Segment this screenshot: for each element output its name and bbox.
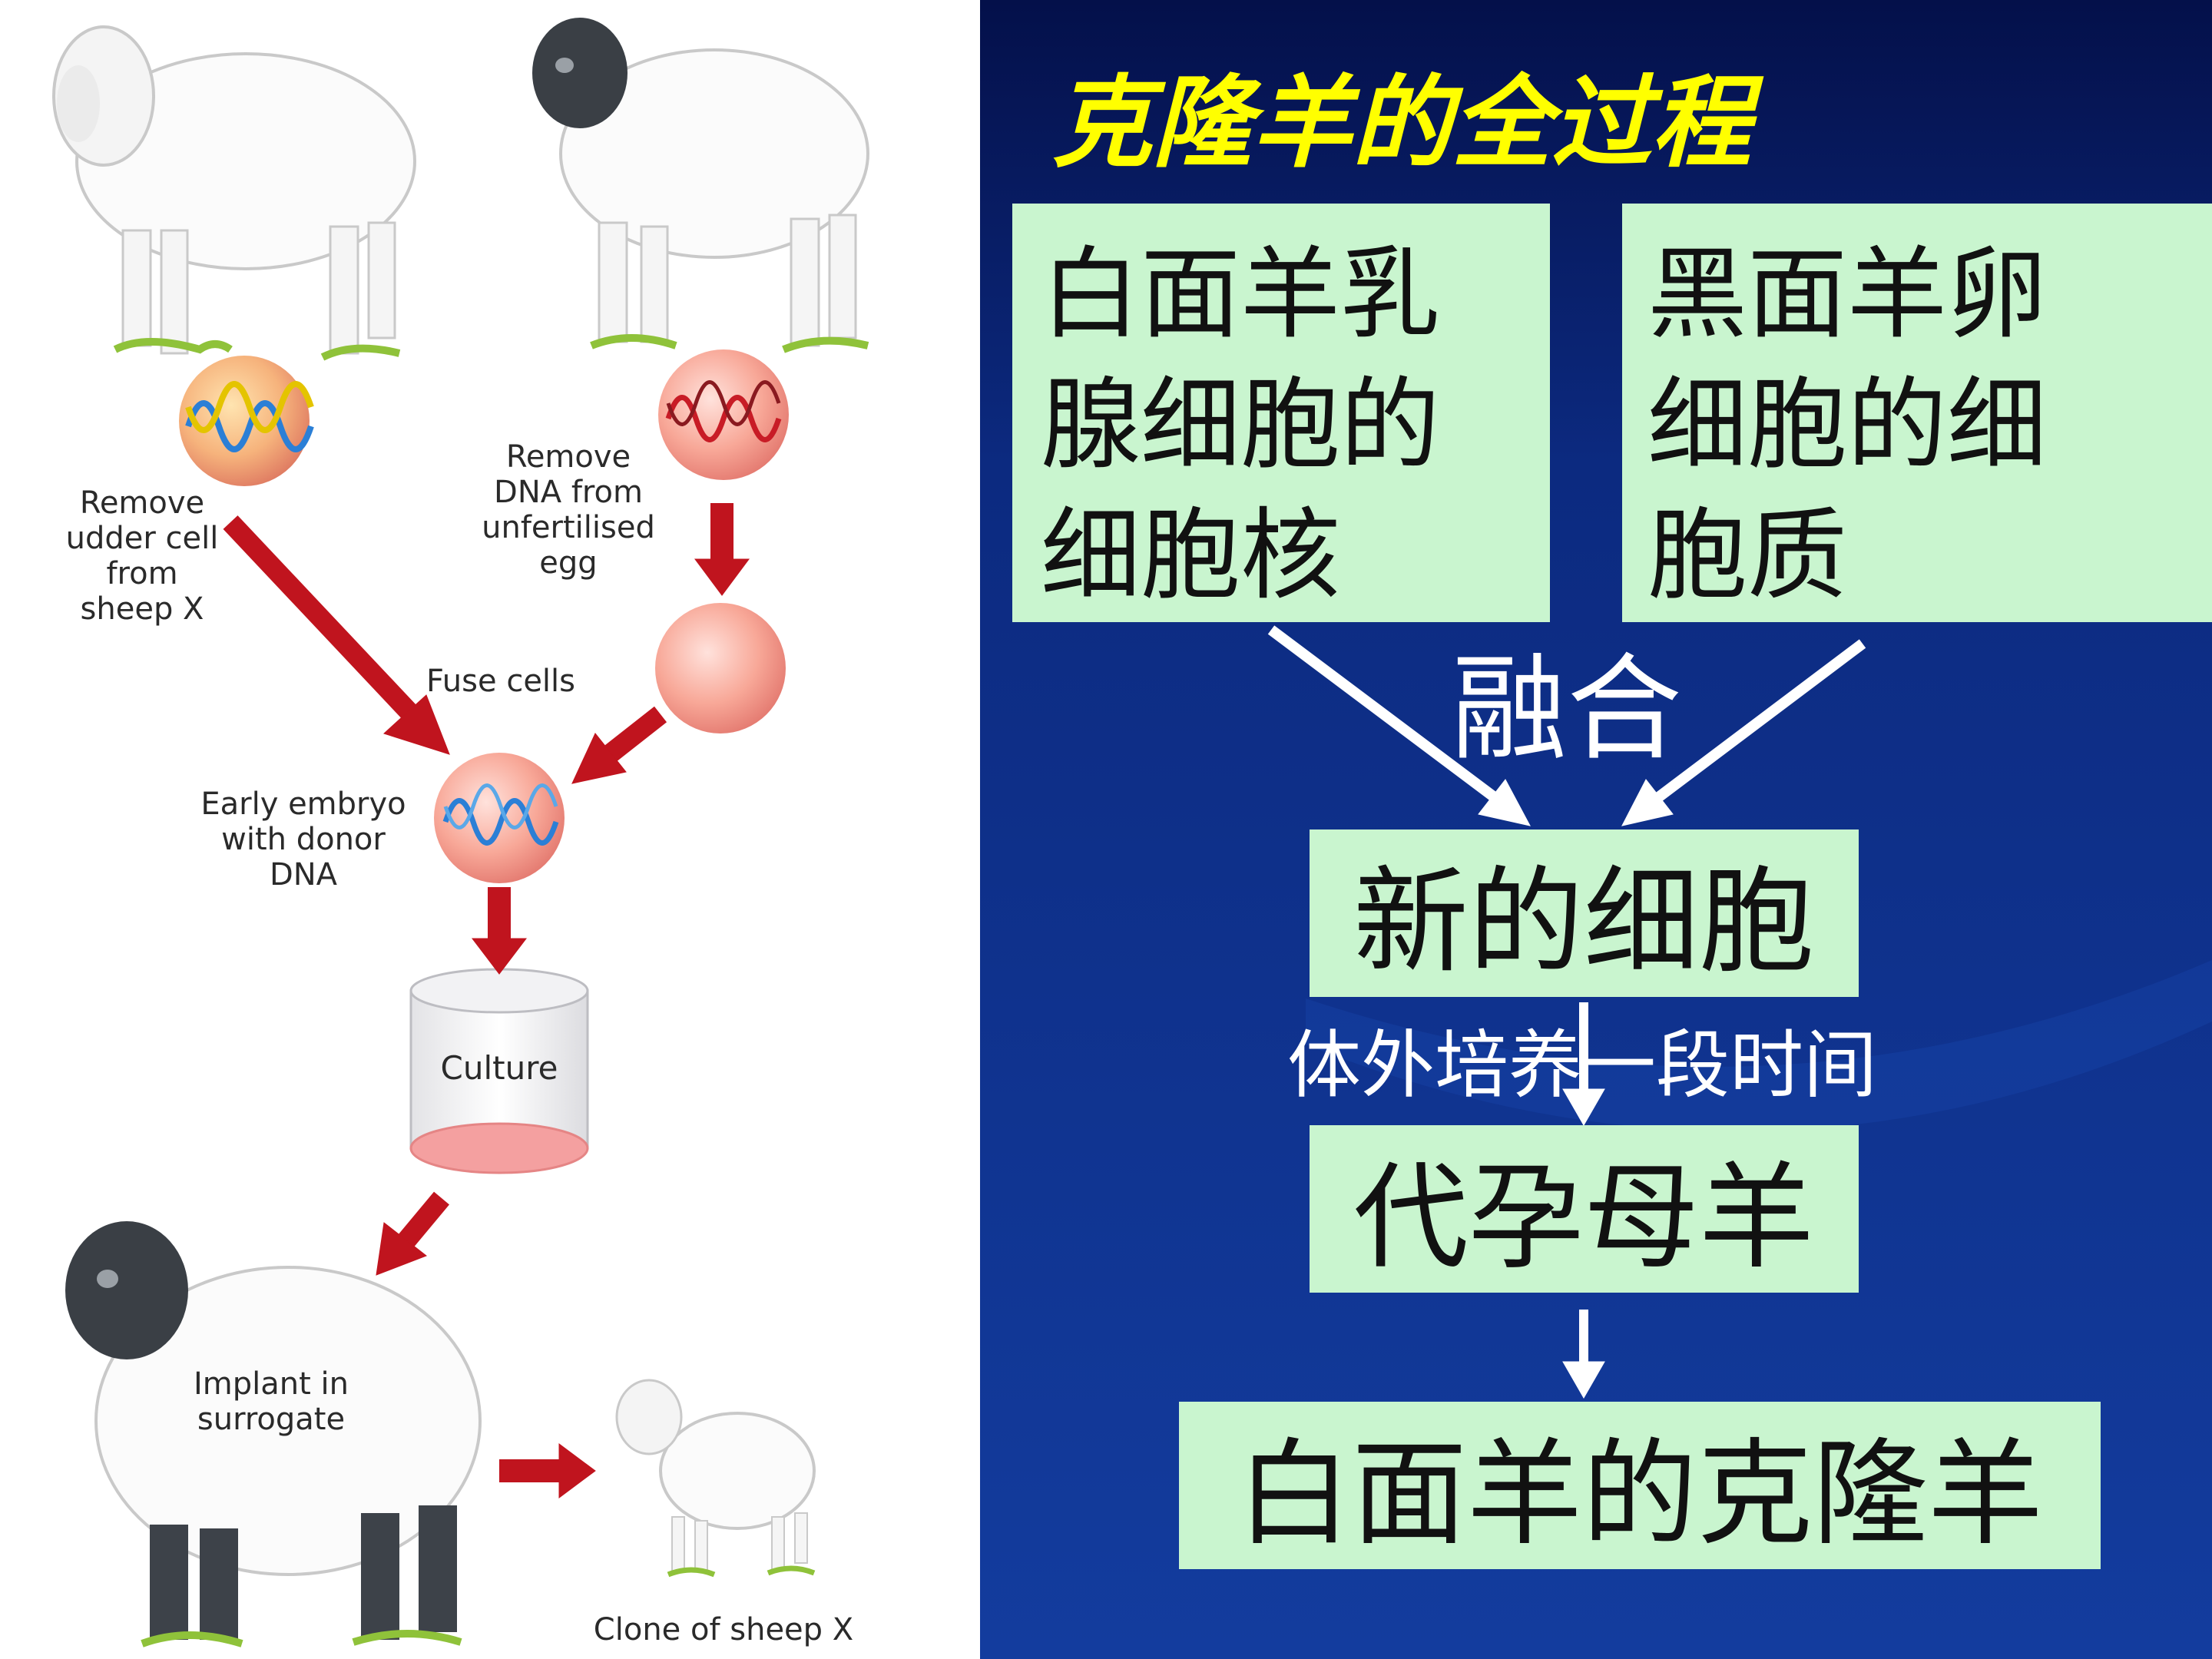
slide-title: 克隆羊的全过程 xyxy=(1052,64,1764,181)
udder-cell xyxy=(179,356,314,486)
box-clone: 白面羊的克隆羊 xyxy=(1179,1402,2101,1569)
label-fuse-cells: Fuse cells xyxy=(426,664,575,699)
svg-text:代孕母羊: 代孕母羊 xyxy=(1353,1151,1814,1285)
surrogate-sheep xyxy=(65,1221,482,1647)
label-remove-udder-cell: Remove udder cell from sheep X xyxy=(66,485,219,627)
svg-text:sheep X: sheep X xyxy=(81,591,204,627)
svg-text:细胞核: 细胞核 xyxy=(1041,497,1340,614)
label-implant: Implant in surrogate xyxy=(194,1366,349,1437)
svg-text:胞质: 胞质 xyxy=(1647,497,1847,614)
svg-text:with donor: with donor xyxy=(221,822,386,857)
sheep-x-white-face xyxy=(52,25,416,361)
svg-text:细胞的细: 细胞的细 xyxy=(1647,366,2047,483)
label-culture: Culture xyxy=(441,1049,558,1087)
svg-text:egg: egg xyxy=(539,545,597,581)
early-embryo-cell xyxy=(434,753,565,883)
box-surrogate: 代孕母羊 xyxy=(1310,1125,1859,1293)
fuse-label: 融合 xyxy=(1452,643,1682,777)
egg-cell-with-dna xyxy=(658,349,789,480)
svg-text:白面羊乳: 白面羊乳 xyxy=(1041,236,1440,353)
clone-lamb xyxy=(615,1379,816,1578)
box-new-cell: 新的细胞 xyxy=(1310,830,1859,997)
svg-text:unfertilised: unfertilised xyxy=(482,510,655,545)
svg-text:黑面羊卵: 黑面羊卵 xyxy=(1647,236,2047,353)
down-arrow-surrogate xyxy=(1562,1310,1605,1399)
svg-text:from: from xyxy=(106,556,177,591)
panel-swoosh xyxy=(1306,960,2212,1131)
enucleated-egg-cell xyxy=(655,603,786,733)
svg-text:surrogate: surrogate xyxy=(197,1402,345,1437)
svg-text:DNA from: DNA from xyxy=(494,475,643,510)
egg-donor-sheep-black-face xyxy=(532,18,869,353)
svg-text:Early embryo: Early embryo xyxy=(200,786,406,822)
fuse-arrows xyxy=(1267,625,1866,826)
culture-dish xyxy=(409,968,589,1174)
box-nucleus: 白面羊乳 腺细胞的 细胞核 xyxy=(1012,204,1550,622)
svg-text:腺细胞的: 腺细胞的 xyxy=(1041,366,1440,483)
label-clone-of-sheep-x: Clone of sheep X xyxy=(594,1612,853,1647)
svg-text:新的细胞: 新的细胞 xyxy=(1353,856,1814,989)
label-early-embryo: Early embryo with donor DNA xyxy=(200,786,406,892)
svg-text:Remove: Remove xyxy=(80,485,204,521)
svg-text:Remove: Remove xyxy=(506,439,631,475)
svg-text:白面羊的克隆羊: 白面羊的克隆羊 xyxy=(1237,1428,2043,1561)
red-arrows xyxy=(223,503,750,1498)
label-remove-dna: Remove DNA from unfertilised egg xyxy=(482,439,655,581)
svg-text:udder cell: udder cell xyxy=(66,521,219,556)
box-cytoplasm: 黑面羊卵 细胞的细 胞质 xyxy=(1622,204,2212,622)
svg-text:DNA: DNA xyxy=(270,857,338,892)
down-arrow-culture xyxy=(1562,1002,1605,1127)
svg-text:Implant in: Implant in xyxy=(194,1366,349,1402)
